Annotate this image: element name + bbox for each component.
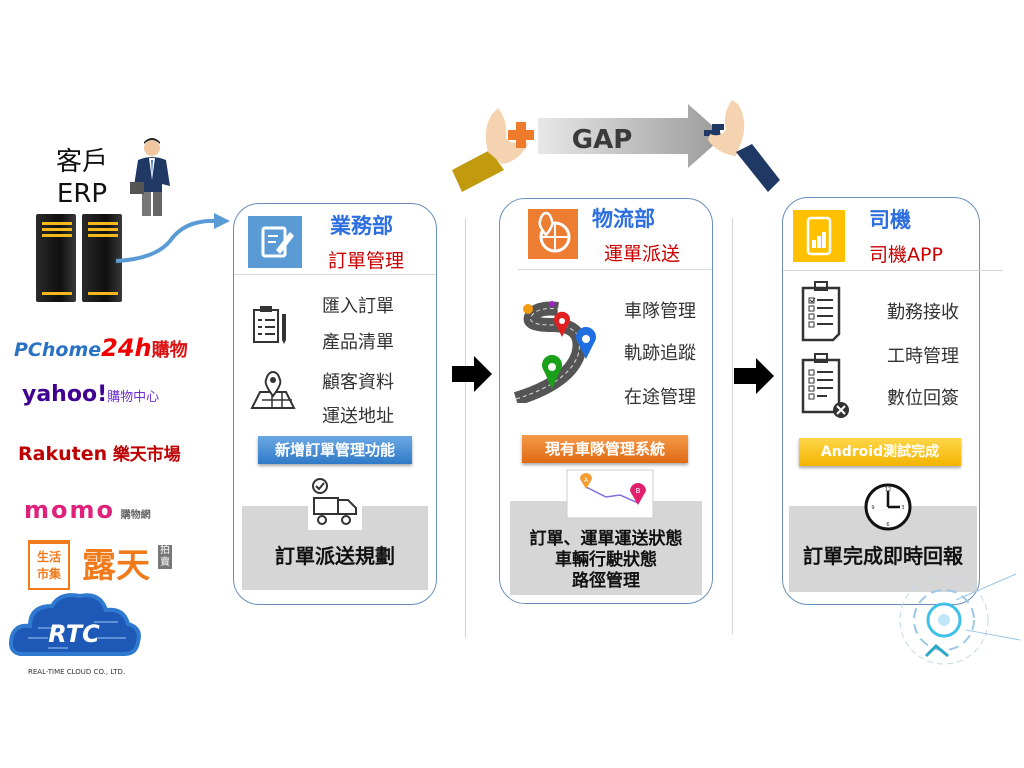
header-divider <box>518 269 712 270</box>
right-hand-icon <box>708 100 745 156</box>
map-location-icon <box>250 370 296 409</box>
column-divider <box>732 218 733 634</box>
yahoo-logo: yahoo!購物中心 <box>22 382 160 407</box>
output-line: 車輛行駛狀態 <box>555 550 657 570</box>
right-sleeve <box>736 144 780 192</box>
feature-item: 顧客資料 <box>322 372 394 393</box>
server-icon <box>82 214 122 302</box>
customer-erp-title: 客戶 ERP <box>56 146 108 210</box>
svg-text:B: B <box>636 487 641 495</box>
output-text: 訂單、運單運送狀態 車輛行駛狀態 路徑管理 <box>510 529 702 592</box>
checklist-cancel-icon <box>801 353 849 418</box>
map-pin-red <box>554 311 570 337</box>
dept-title: 物流部 <box>592 207 655 231</box>
gap-arrow <box>538 104 724 168</box>
gap-label: GAP <box>572 125 633 155</box>
tablet-chart-icon <box>793 210 845 262</box>
erp-label: ERP <box>56 179 108 209</box>
rtc-text: RTC <box>48 620 100 648</box>
feature-item: 工時管理 <box>887 346 959 367</box>
paimai-badge: 拍賣 <box>158 545 172 569</box>
left-sleeve <box>452 150 504 192</box>
output-line: 訂單、運單運送狀態 <box>529 529 683 549</box>
dept-title: 業務部 <box>330 214 393 238</box>
feature-item: 車隊管理 <box>624 301 696 322</box>
checklist-clipboard-icon <box>253 306 286 344</box>
tech-circle-decoration <box>899 573 1021 665</box>
output-text: 訂單派送規劃 <box>275 544 395 568</box>
output-text: 訂單完成即時回報 <box>803 544 963 568</box>
header-divider <box>234 274 436 275</box>
server-icon <box>36 214 76 302</box>
pchome-logo: PChome24h購物 <box>14 334 188 362</box>
driver-card: 司機 司機APP 勤務接收 工時管理 數位回簽 Android測試完成 12 3 6… <box>782 197 1003 605</box>
flow-arrow-right-icon <box>734 358 774 394</box>
globe-location-icon <box>528 209 578 259</box>
feature-item: 匯入訂單 <box>322 296 394 317</box>
gap-banner: GAP <box>452 100 780 192</box>
output-line: 路徑管理 <box>572 571 640 591</box>
route-map-icon: A B <box>566 469 654 519</box>
shenghuo-badge: 生活 市集 <box>28 540 70 590</box>
edit-document-icon <box>248 216 302 268</box>
clock-icon: 12 3 6 9 <box>864 483 912 531</box>
left-hand-icon <box>485 108 528 164</box>
feature-item: 產品清單 <box>322 332 394 353</box>
sales-dept-card: 業務部 訂單管理 匯入訂單 產品清單 顧客資料 運送地址 新增訂單管理功能 訂單… <box>233 203 437 605</box>
businessman-icon <box>130 138 170 216</box>
orange-puzzle-icon <box>508 122 534 148</box>
feature-item: 在途管理 <box>624 387 696 408</box>
header-divider <box>783 270 1003 271</box>
svg-text:3: 3 <box>901 505 904 511</box>
map-pin-purple <box>549 301 555 307</box>
android-test-button[interactable]: Android測試完成 <box>799 438 961 466</box>
map-pin-blue <box>576 327 596 359</box>
customer-label: 客戶 <box>56 147 109 177</box>
feature-item: 數位回簽 <box>887 388 959 409</box>
rtc-tagline: REAL-TIME CLOUD CO., LTD. <box>28 668 126 676</box>
road-route-icon <box>513 301 596 403</box>
svg-text:A: A <box>584 477 589 484</box>
dept-subtitle: 運單派送 <box>604 243 681 265</box>
task-checklist-icon <box>801 281 841 342</box>
feature-item: 軌跡追蹤 <box>624 343 696 364</box>
dept-subtitle: 司機APP <box>869 244 943 266</box>
feature-item: 勤務接收 <box>887 302 959 323</box>
rakuten-logo: Rakuten 樂天市場 <box>18 443 181 465</box>
fleet-system-button[interactable]: 現有車隊管理系統 <box>522 435 688 463</box>
svg-text:9: 9 <box>871 505 874 511</box>
logistics-dept-card: 物流部 運單派送 車隊管理 軌跡追蹤 在途管理 現有車隊管理系統 A B 訂單、… <box>499 198 713 604</box>
add-order-feature-button[interactable]: 新增訂單管理功能 <box>258 436 412 464</box>
svg-text:12: 12 <box>885 487 891 493</box>
map-pin-orange <box>523 304 533 314</box>
connector-arrow <box>115 213 230 263</box>
svg-text:6: 6 <box>886 522 889 528</box>
dept-title: 司機 <box>869 208 911 232</box>
feature-item: 運送地址 <box>322 406 394 427</box>
column-divider <box>465 218 466 638</box>
dept-subtitle: 訂單管理 <box>328 250 405 272</box>
delivery-truck-icon <box>308 476 362 530</box>
flow-arrow-right-icon <box>452 356 492 392</box>
map-pin-green <box>542 355 562 389</box>
ruten-logo: 露天 <box>82 546 150 586</box>
rtc-cloud-logo: RTC <box>9 593 141 656</box>
momo-logo: momo 購物網 <box>24 496 151 524</box>
